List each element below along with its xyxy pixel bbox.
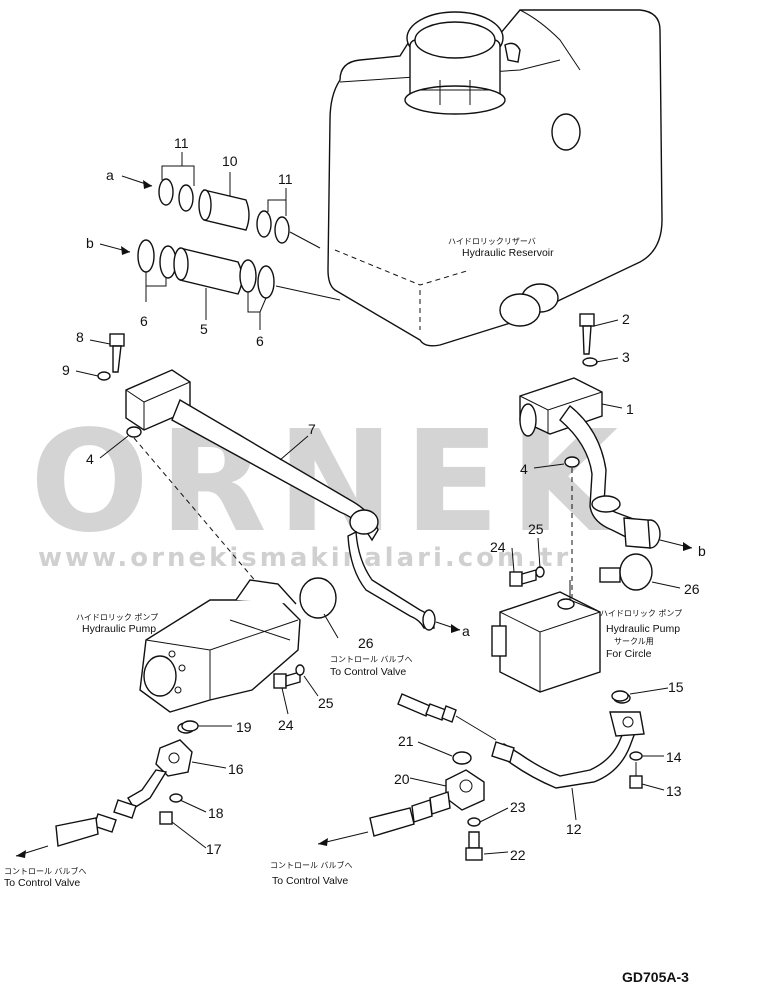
control2-caption-en: To Control Valve — [4, 877, 80, 889]
arrow-letter-b-pipe: b — [698, 543, 706, 559]
callout-11-right: 11 — [278, 171, 293, 187]
watermark-url: www.ornekismakinalari.com.tr — [38, 543, 571, 573]
callout-10: 10 — [222, 153, 238, 169]
callout-8: 8 — [76, 329, 84, 345]
control1-caption-en: To Control Valve — [330, 666, 406, 678]
upper-hose-assembly: a b — [86, 167, 341, 301]
suction-tube-7: a — [125, 369, 470, 639]
o-ring-15 — [611, 690, 629, 702]
left-pump-caption-en: Hydraulic Pump — [82, 623, 156, 635]
left-pump-caption-jp: ハイドロリック ポンプ — [76, 613, 158, 622]
hydraulic-reservoir: ハイドロリックリザーバ Hydraulic Reservoir — [327, 9, 663, 347]
right-pump-caption-en: Hydraulic Pump — [606, 623, 680, 635]
callout-16: 16 — [228, 761, 244, 777]
callout-3: 3 — [622, 349, 630, 365]
callout-6-left: 6 — [140, 313, 148, 329]
reservoir-caption-en: Hydraulic Reservoir — [462, 247, 554, 259]
callout-17: 17 — [206, 841, 222, 857]
circle-caption-jp: サークル用 — [614, 637, 654, 646]
callout-24-left: 24 — [278, 717, 294, 733]
callout-9: 9 — [62, 362, 70, 378]
callout-20: 20 — [394, 771, 410, 787]
o-ring-4-left — [126, 426, 142, 438]
watermark: ORNEK www.ornekismakinalari.com.tr — [30, 401, 628, 573]
control3-caption-en: To Control Valve — [272, 875, 348, 887]
flange-16-left-hose: コントロール バルブへ To Control Valve — [4, 722, 195, 889]
left-hydraulic-pump: ハイドロリック ポンプ Hydraulic Pump — [76, 579, 301, 713]
o-ring-19 — [181, 720, 199, 732]
callout-4-right: 4 — [520, 461, 528, 477]
callout-21: 21 — [398, 733, 414, 749]
callout-26-right: 26 — [684, 581, 700, 597]
bolt-24-right — [509, 566, 545, 587]
o-ring-26-left — [299, 577, 337, 619]
callout-6-right: 6 — [256, 333, 264, 349]
circle-valve-block: ハイドロリック ポンプ Hydraulic Pump サークル用 For Cir… — [491, 567, 682, 693]
control3-caption-jp: コントロール バルブへ — [270, 860, 353, 870]
callout-19: 19 — [236, 719, 252, 735]
arrow-letter-b-top: b — [86, 235, 94, 251]
bolt-2 — [579, 313, 598, 367]
callout-15: 15 — [668, 679, 684, 695]
watermark-brand: ORNEK — [30, 401, 628, 564]
callout-numbers: 1 2 3 4 4 5 6 6 7 8 9 10 11 11 12 13 14 … — [62, 135, 700, 863]
hose-to-control-valve-center: コントロール バルブへ To Control Valve — [330, 654, 497, 741]
callout-14: 14 — [666, 749, 682, 765]
callout-11-left: 11 — [174, 135, 189, 151]
leader-lines — [75, 152, 681, 855]
callout-25-right: 25 — [528, 521, 544, 537]
reservoir-caption-jp: ハイドロリックリザーバ — [448, 237, 536, 246]
callout-26-left: 26 — [358, 635, 374, 651]
bolt-24-left — [273, 664, 305, 689]
flange-20-hose: コントロール バルブへ To Control Valve — [270, 751, 485, 887]
callout-24-right: 24 — [490, 539, 506, 555]
right-pump-caption-jp: ハイドロリック ポンプ — [600, 609, 682, 618]
callout-1: 1 — [626, 401, 634, 417]
callout-18: 18 — [208, 805, 224, 821]
leader-dashed — [133, 437, 281, 611]
callout-7: 7 — [308, 421, 316, 437]
circle-caption-en: For Circle — [606, 648, 652, 660]
callout-12: 12 — [566, 821, 582, 837]
o-ring-4-right — [564, 456, 580, 468]
callout-4-left: 4 — [86, 451, 94, 467]
tube-12 — [491, 692, 645, 789]
bolt-8 — [97, 333, 125, 381]
arrow-letter-a-pipe: a — [462, 623, 470, 639]
control2-caption-jp: コントロール バルブへ — [4, 866, 87, 876]
callout-22: 22 — [510, 847, 526, 863]
callout-5: 5 — [200, 321, 208, 337]
arrow-letter-a-top: a — [106, 167, 114, 183]
drawing-code: GD705A-3 — [622, 969, 689, 985]
o-ring-26-right — [619, 553, 653, 591]
callout-2: 2 — [622, 311, 630, 327]
callout-25-left: 25 — [318, 695, 334, 711]
callout-23: 23 — [510, 799, 526, 815]
callout-13: 13 — [666, 783, 682, 799]
control1-caption-jp: コントロール バルブへ — [330, 654, 413, 664]
tube-1: b — [519, 377, 706, 559]
